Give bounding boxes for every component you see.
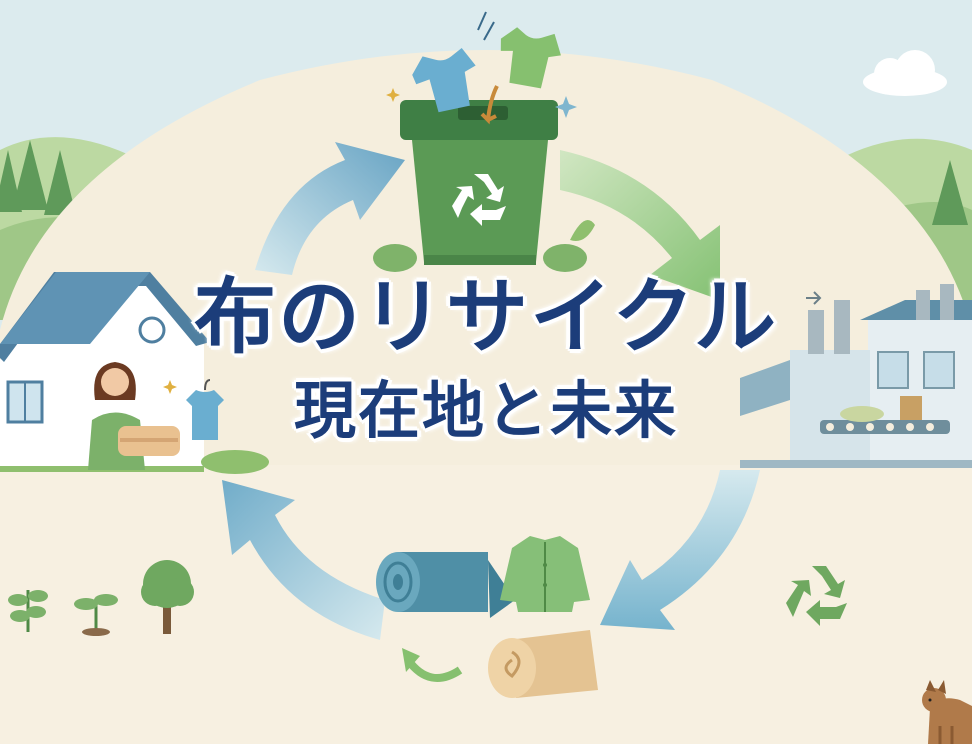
person-illustration bbox=[88, 362, 224, 470]
dog-icon bbox=[922, 680, 972, 744]
sprout-icon bbox=[8, 590, 118, 636]
fabric-roll-beige bbox=[488, 630, 598, 698]
sparkle-icon bbox=[386, 88, 577, 118]
t-shirt-icon bbox=[412, 11, 561, 125]
arrow-bottom-left bbox=[222, 480, 385, 640]
arrow-top-right bbox=[560, 150, 720, 300]
recycle-icon bbox=[786, 566, 847, 626]
arrow-bottom-right bbox=[600, 470, 760, 630]
cloud-icon bbox=[863, 50, 947, 96]
small-arrow bbox=[402, 648, 463, 682]
jacket-icon bbox=[500, 536, 590, 612]
fabric-roll-blue bbox=[376, 552, 515, 618]
tree-icon bbox=[141, 560, 194, 634]
factory-icon bbox=[740, 284, 972, 468]
pine-trees bbox=[0, 140, 968, 225]
recycle-icon bbox=[452, 174, 506, 226]
arrow-top-left bbox=[255, 142, 405, 275]
recycle-cycle-arrows bbox=[222, 142, 760, 640]
